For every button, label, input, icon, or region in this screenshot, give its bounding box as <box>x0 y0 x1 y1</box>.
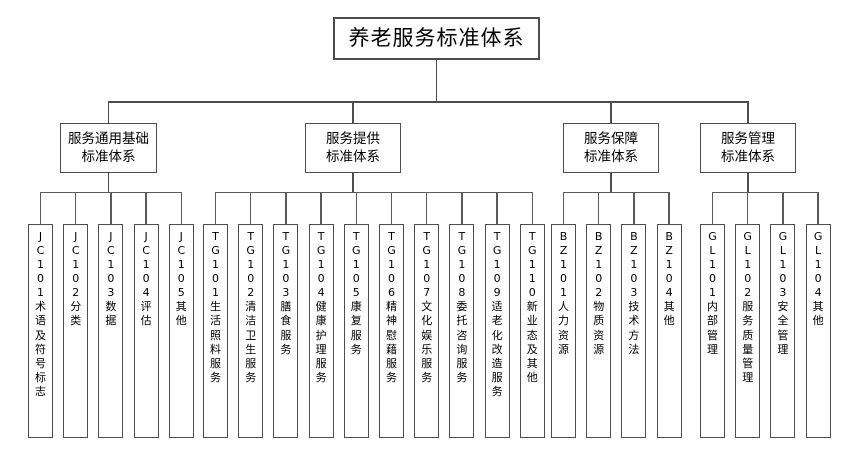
leaf-node-tg103[interactable]: T G 1 0 3 膳 食 服 务 <box>273 224 299 438</box>
leaf-node-label: B Z 1 0 3 技 术 方 法 <box>628 230 640 356</box>
root-node-label: 养老服务标准体系 <box>348 25 525 50</box>
leaf-node-label: T G 1 0 7 文 化 娱 乐 服 务 <box>421 230 433 384</box>
leaf-stem-BZ101 <box>562 192 565 224</box>
leaf-node-label: B Z 1 0 1 人 力 资 源 <box>558 230 569 356</box>
branch-node-tg[interactable]: 服务提供 标准体系 <box>305 123 401 173</box>
leaf-node-tg106[interactable]: T G 1 0 6 精 神 慰 藉 服 务 <box>379 224 404 438</box>
leaf-node-bz102[interactable]: B Z 1 0 2 物 质 资 源 <box>586 224 612 438</box>
leaf-stem-TG101 <box>214 192 217 224</box>
leaf-stem-JC104 <box>145 192 147 224</box>
leaf-node-jc102[interactable]: J C 1 0 2 分 类 <box>63 224 89 438</box>
leaf-bus-bz <box>562 192 670 194</box>
leaf-stem-BZ104 <box>668 192 670 224</box>
leaf-node-label: G L 1 0 2 服 务 质 量 管 理 <box>742 230 754 384</box>
root-stem <box>435 60 438 101</box>
leaf-node-label: T G 1 0 9 适 老 化 改 造 服 务 <box>491 230 503 398</box>
level1-bus <box>107 101 749 103</box>
leaf-node-label: T G 1 0 2 清 洁 卫 生 服 务 <box>245 230 257 384</box>
leaf-node-gl103[interactable]: G L 1 0 3 安 全 管 理 <box>770 224 796 438</box>
leaf-node-gl104[interactable]: G L 1 0 4 其 他 <box>805 224 831 438</box>
leaf-node-tg104[interactable]: T G 1 0 4 健 康 护 理 服 务 <box>308 224 334 438</box>
leaf-stem-GL102 <box>747 192 749 224</box>
leaf-node-label: J C 1 0 4 评 估 <box>140 230 152 328</box>
branch-drop-JC <box>107 173 110 192</box>
leaf-node-jc105[interactable]: J C 1 0 5 其 他 <box>168 224 194 438</box>
branch-node-label: 服务管理 标准体系 <box>721 130 775 165</box>
root-node: 养老服务标准体系 <box>333 17 540 60</box>
leaf-node-label: T G 1 0 4 健 康 护 理 服 务 <box>315 230 327 384</box>
leaf-node-label: G L 1 0 1 内 部 管 理 <box>707 230 718 356</box>
leaf-node-label: T G 1 0 3 膳 食 服 务 <box>280 230 292 356</box>
leaf-node-label: J C 1 0 5 其 他 <box>175 230 187 328</box>
leaf-node-tg108[interactable]: T G 1 0 8 委 托 咨 询 服 务 <box>449 224 475 438</box>
branch-node-label: 服务保障 标准体系 <box>584 130 638 165</box>
branch-node-label: 服务提供 标准体系 <box>326 130 380 165</box>
leaf-stem-TG104 <box>320 192 322 224</box>
branch-node-bz[interactable]: 服务保障 标准体系 <box>563 123 659 173</box>
leaf-node-label: B Z 1 0 2 物 质 资 源 <box>593 230 605 356</box>
leaf-node-label: G L 1 0 3 安 全 管 理 <box>777 230 789 356</box>
leaf-node-jc103[interactable]: J C 1 0 3 数 据 <box>98 224 124 438</box>
leaf-node-tg101[interactable]: T G 1 0 1 生 活 照 料 服 务 <box>203 224 228 438</box>
leaf-stem-JC103 <box>110 192 112 224</box>
leaf-node-jc104[interactable]: J C 1 0 4 评 估 <box>133 224 159 438</box>
branch-node-label: 服务通用基础 标准体系 <box>68 130 149 165</box>
leaf-stem-GL101 <box>711 192 714 224</box>
leaf-node-label: G L 1 0 4 其 他 <box>812 230 824 328</box>
branch-stem-TG <box>352 101 354 123</box>
leaf-stem-GL103 <box>782 192 784 224</box>
leaf-node-label: J C 1 0 3 数 据 <box>105 230 117 328</box>
leaf-node-label: T G 1 0 6 精 神 慰 藉 服 务 <box>386 230 397 384</box>
branch-drop-TG <box>352 173 354 192</box>
leaf-stem-JC105 <box>180 192 182 224</box>
leaf-node-tg105[interactable]: T G 1 0 5 康 复 服 务 <box>343 224 369 438</box>
leaf-stem-TG107 <box>426 192 428 224</box>
leaf-stem-BZ102 <box>598 192 600 224</box>
leaf-node-bz101[interactable]: B Z 1 0 1 人 力 资 源 <box>551 224 576 438</box>
leaf-node-gl102[interactable]: G L 1 0 2 服 务 质 量 管 理 <box>735 224 761 438</box>
leaf-stem-TG110 <box>531 192 533 224</box>
leaf-stem-TG103 <box>285 192 287 224</box>
leaf-stem-BZ103 <box>633 192 635 224</box>
branch-stem-BZ <box>610 101 612 123</box>
leaf-node-tg107[interactable]: T G 1 0 7 文 化 娱 乐 服 务 <box>414 224 440 438</box>
leaf-stem-JC102 <box>75 192 77 224</box>
leaf-node-bz103[interactable]: B Z 1 0 3 技 术 方 法 <box>621 224 647 438</box>
leaf-stem-TG106 <box>390 192 393 224</box>
leaf-node-bz104[interactable]: B Z 1 0 4 其 他 <box>656 224 682 438</box>
leaf-bus-gl <box>711 192 819 194</box>
leaf-node-label: T G 1 0 1 生 活 照 料 服 务 <box>210 230 221 384</box>
leaf-node-label: T G 1 0 8 委 托 咨 询 服 务 <box>456 230 468 384</box>
leaf-stem-TG102 <box>250 192 252 224</box>
leaf-node-tg109[interactable]: T G 1 0 9 适 老 化 改 造 服 务 <box>484 224 510 438</box>
leaf-node-tg110[interactable]: T G 1 1 0 新 业 态 及 其 他 <box>519 224 545 438</box>
leaf-node-label: T G 1 1 0 新 业 态 及 其 他 <box>526 230 538 384</box>
branch-drop-BZ <box>610 173 612 192</box>
leaf-stem-JC101 <box>39 192 42 224</box>
leaf-stem-GL104 <box>817 192 819 224</box>
leaf-stem-TG108 <box>461 192 463 224</box>
branch-node-jc[interactable]: 服务通用基础 标准体系 <box>60 123 157 173</box>
branch-node-gl[interactable]: 服务管理 标准体系 <box>700 123 796 173</box>
branch-stem-GL <box>747 101 749 123</box>
leaf-bus-tg <box>214 192 533 194</box>
leaf-node-gl101[interactable]: G L 1 0 1 内 部 管 理 <box>700 224 725 438</box>
leaf-node-label: J C 1 0 2 分 类 <box>70 230 82 328</box>
leaf-node-label: B Z 1 0 4 其 他 <box>663 230 675 328</box>
branch-drop-GL <box>747 173 749 192</box>
leaf-node-jc101[interactable]: J C 1 0 1 术 语 及 符 号 标 志 <box>28 224 53 438</box>
leaf-stem-TG105 <box>355 192 357 224</box>
leaf-node-tg102[interactable]: T G 1 0 2 清 洁 卫 生 服 务 <box>238 224 264 438</box>
leaf-node-label: T G 1 0 5 康 复 服 务 <box>350 230 362 356</box>
branch-stem-JC <box>107 101 110 123</box>
leaf-node-label: J C 1 0 1 术 语 及 符 号 标 志 <box>35 230 46 398</box>
leaf-stem-TG109 <box>496 192 498 224</box>
